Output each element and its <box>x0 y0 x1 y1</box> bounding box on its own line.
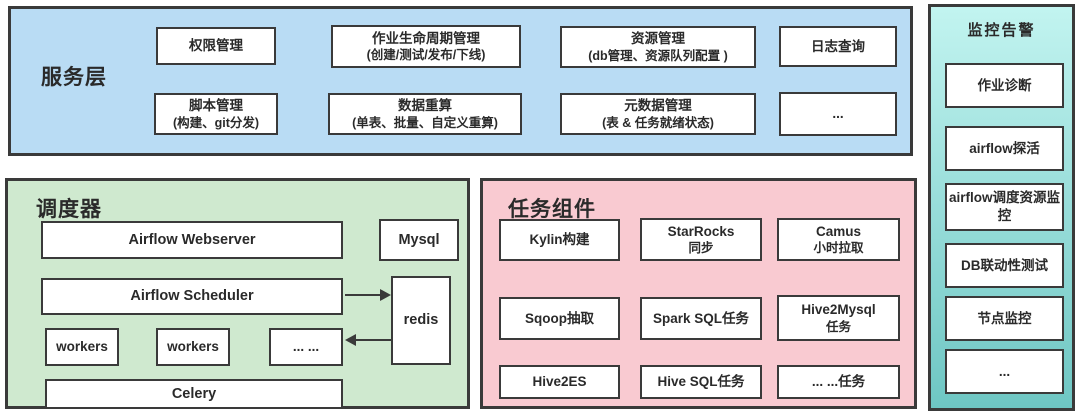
task-box-camus-hourly-pull: Camus 小时拉取 <box>777 218 900 261</box>
arrow-redis-to-workers <box>345 334 391 346</box>
service-box-job-lifecycle-mgmt: 作业生命周期管理 (创建/测试/发布/下线) <box>331 25 521 68</box>
redis-box: redis <box>391 276 451 365</box>
task-box-hive2es: Hive2ES <box>499 365 620 399</box>
task-box-hive-sql: Hive SQL任务 <box>640 365 762 399</box>
service-layer-title: 服务层 <box>41 66 107 89</box>
workers-more-box: ... ... <box>269 328 343 366</box>
task-box-hive2mysql: Hive2Mysql 任务 <box>777 295 900 341</box>
monitor-box-node-monitor: 节点监控 <box>945 296 1064 341</box>
task-box-spark-sql: Spark SQL任务 <box>640 297 762 340</box>
service-box-metadata-mgmt: 元数据管理 (表 & 任务就绪状态) <box>560 93 756 135</box>
monitor-box-airflow-probe: airflow探活 <box>945 126 1064 171</box>
service-box-script-mgmt: 脚本管理 (构建、git分发) <box>154 93 278 135</box>
monitor-box-airflow-resource-monitor: airflow调度资源监控 <box>945 183 1064 231</box>
workers-box-2: workers <box>156 328 230 366</box>
mysql-box: Mysql <box>379 219 459 261</box>
service-box-log-query: 日志查询 <box>779 26 897 67</box>
airflow-scheduler-box: Airflow Scheduler <box>41 278 343 315</box>
arrow-scheduler-to-redis <box>345 289 391 301</box>
scheduler-panel: 调度器 Airflow Webserver Mysql Airflow Sche… <box>5 178 470 409</box>
service-box-data-recompute: 数据重算 (单表、批量、自定义重算) <box>328 93 522 135</box>
task-components-panel: 任务组件 Kylin构建 StarRocks 同步 Camus 小时拉取 Sqo… <box>480 178 917 409</box>
monitor-box-more: ... <box>945 349 1064 394</box>
service-box-resource-mgmt: 资源管理 (db管理、资源队列配置 ) <box>560 26 756 68</box>
task-components-title: 任务组件 <box>508 198 596 221</box>
monitor-box-db-connectivity-test: DB联动性测试 <box>945 243 1064 288</box>
service-layer-panel: 服务层 权限管理 作业生命周期管理 (创建/测试/发布/下线) 资源管理 (db… <box>8 6 913 156</box>
service-box-permission-mgmt: 权限管理 <box>156 27 276 65</box>
task-box-sqoop-extract: Sqoop抽取 <box>499 297 620 340</box>
task-box-starrocks-sync: StarRocks 同步 <box>640 218 762 261</box>
monitoring-title: 监控告警 <box>967 22 1036 39</box>
service-box-more: ... <box>779 92 897 136</box>
task-box-kylin-build: Kylin构建 <box>499 219 620 261</box>
celery-box: Celery <box>45 379 343 409</box>
task-box-more-tasks: ... ...任务 <box>777 365 900 399</box>
workers-box-1: workers <box>45 328 119 366</box>
airflow-webserver-box: Airflow Webserver <box>41 221 343 259</box>
monitor-box-job-diagnosis: 作业诊断 <box>945 63 1064 108</box>
scheduler-title: 调度器 <box>36 198 102 221</box>
monitoring-panel: 监控告警 作业诊断 airflow探活 airflow调度资源监控 DB联动性测… <box>928 4 1075 411</box>
